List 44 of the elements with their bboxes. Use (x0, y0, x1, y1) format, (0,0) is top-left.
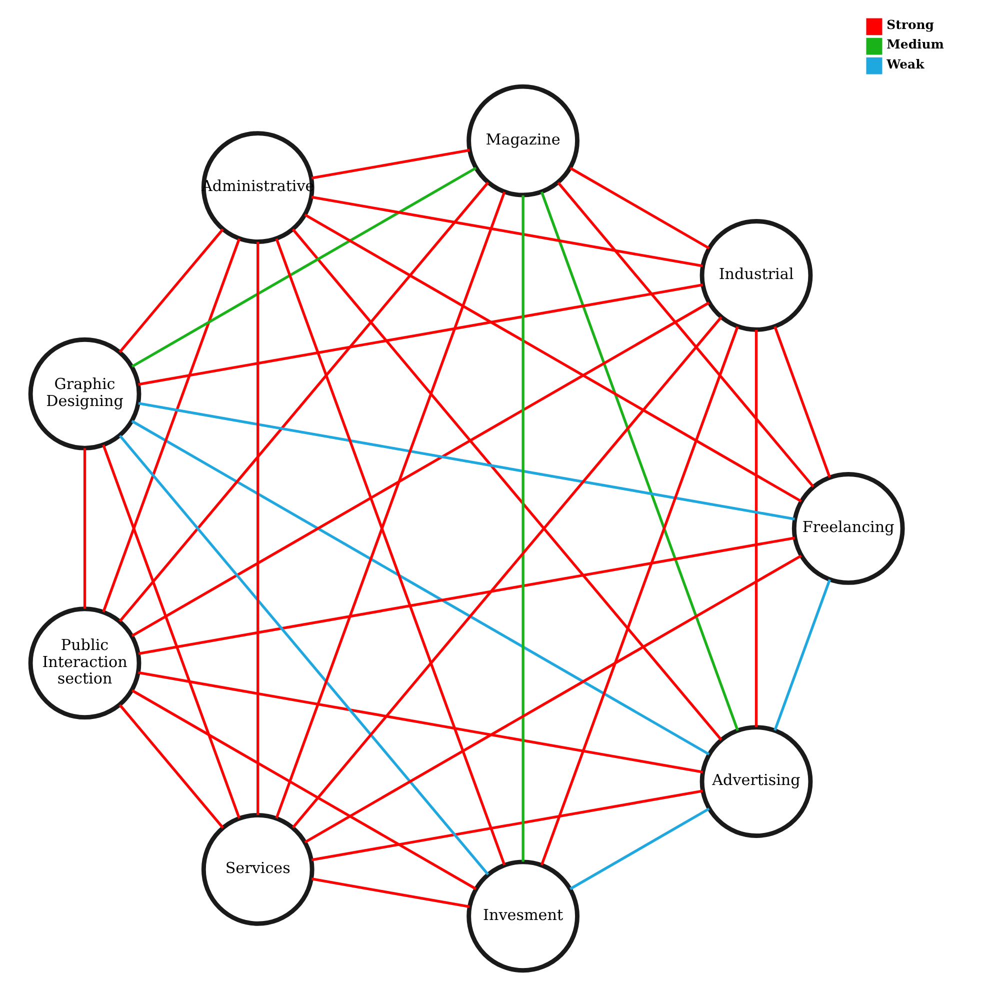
connector (774, 326, 831, 478)
connector (774, 579, 831, 731)
connector (138, 402, 795, 520)
legend-label: Strong (886, 17, 934, 32)
connector (118, 182, 490, 622)
connector (138, 536, 795, 655)
connector (570, 166, 710, 250)
connector (311, 148, 470, 180)
connector (102, 238, 240, 612)
node-circle: Invesment (466, 860, 580, 973)
node-circle: Services (201, 812, 314, 926)
connector (102, 444, 240, 819)
connector (311, 196, 703, 268)
connector (131, 689, 477, 890)
connector (304, 214, 802, 502)
connector (131, 420, 710, 756)
connector (292, 316, 722, 828)
node-circle: Magazine (466, 84, 580, 198)
connector (131, 302, 710, 638)
connector (118, 228, 224, 353)
legend-label: Medium (886, 36, 944, 52)
legend-label: Weak (886, 56, 924, 72)
connector (83, 448, 86, 609)
connector (311, 878, 470, 908)
connector (570, 808, 710, 890)
connector (138, 671, 703, 774)
connector (522, 195, 524, 862)
node-circle: Industrial (700, 219, 813, 332)
connector (292, 228, 722, 741)
node-circle: Public Interaction section (28, 606, 142, 720)
connector (256, 242, 260, 816)
connector (118, 434, 490, 876)
connector (557, 182, 814, 488)
connector (754, 330, 758, 728)
node-circle: Advertising (700, 725, 813, 838)
node-circle: Freelancing (792, 472, 905, 585)
connector (540, 192, 739, 731)
connector (138, 284, 704, 386)
connector (540, 326, 739, 866)
connector (131, 166, 477, 368)
node-circle: Graphic Designing (28, 337, 142, 450)
connector (118, 704, 224, 829)
connector (304, 554, 802, 844)
connector (311, 790, 703, 862)
